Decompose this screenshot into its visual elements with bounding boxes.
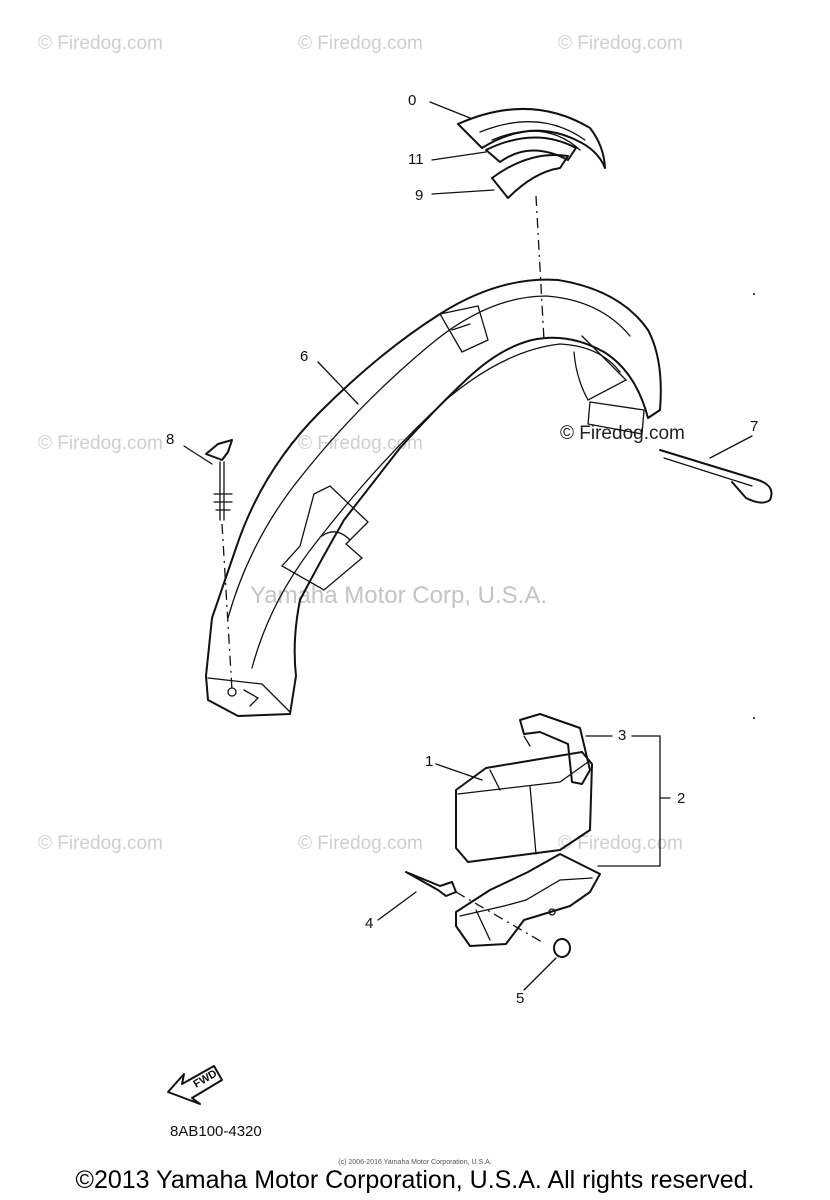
callout-1: 1 bbox=[425, 753, 434, 770]
watermark: © Firedog.com bbox=[38, 833, 163, 854]
bracket-part-7 bbox=[659, 449, 773, 504]
callout-3: 3 bbox=[618, 727, 627, 744]
sticker-part-9 bbox=[491, 153, 569, 199]
callout-6: 6 bbox=[300, 348, 309, 365]
watermark: © Firedog.com bbox=[558, 833, 683, 854]
watermark: © Firedog.com bbox=[560, 423, 685, 444]
battery-band-part-3 bbox=[519, 713, 591, 785]
callout-2: 2 bbox=[677, 790, 686, 807]
callout-4: 4 bbox=[365, 915, 374, 932]
leader-lines bbox=[183, 101, 753, 991]
emblem-part-11 bbox=[485, 136, 577, 163]
callout-0: 0 bbox=[408, 92, 417, 109]
forward-arrow-icon: FWD bbox=[167, 1065, 223, 1105]
rear-fender-part-6 bbox=[205, 278, 662, 717]
callout-5: 5 bbox=[516, 990, 525, 1007]
watermark: © Firedog.com bbox=[38, 33, 163, 54]
emblem-part-0 bbox=[457, 108, 606, 169]
callout-7: 7 bbox=[750, 418, 759, 435]
bolt-part-8 bbox=[205, 439, 237, 697]
callout-9: 9 bbox=[415, 187, 424, 204]
copyright-footer: ©2013 Yamaha Motor Corporation, U.S.A. A… bbox=[75, 1166, 755, 1194]
watermark: © Firedog.com bbox=[298, 33, 423, 54]
watermark: © Firedog.com bbox=[298, 433, 423, 454]
assembly-guide-line bbox=[535, 195, 545, 341]
callout-8: 8 bbox=[166, 431, 175, 448]
watermark: © Firedog.com bbox=[38, 433, 163, 454]
watermark: © Firedog.com bbox=[298, 833, 423, 854]
washer-part-5 bbox=[553, 938, 571, 958]
screw-part-4 bbox=[405, 871, 543, 943]
fine-print: (c) 2006-2016 Yamaha Motor Corporation, … bbox=[338, 1159, 492, 1166]
callout-11: 11 bbox=[408, 151, 424, 168]
fwd-label: FWD bbox=[192, 1068, 220, 1091]
battery-part-1 bbox=[455, 751, 593, 863]
battery-holder-part-2 bbox=[455, 853, 601, 947]
diagram-code: 8AB100-4320 bbox=[170, 1123, 262, 1140]
watermark: © Firedog.com bbox=[558, 33, 683, 54]
